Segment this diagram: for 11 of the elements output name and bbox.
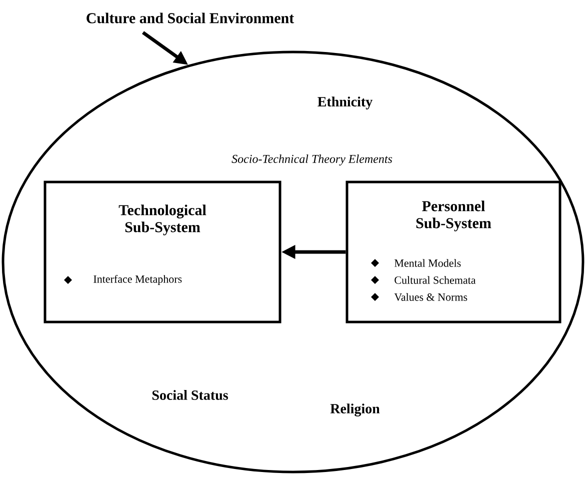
bullet-text: Cultural Schemata (394, 276, 476, 284)
region-label: Ethnicity (318, 96, 372, 110)
heading: Culture and Social Environment (86, 12, 294, 24)
bullet-text: Mental Models (394, 259, 461, 267)
bullet-text: Interface Metaphors (94, 274, 182, 286)
box-heading: Technological Sub-System (118, 204, 206, 236)
caption-label: Socio-Technical Theory Elements (232, 154, 392, 166)
box-heading: Personnel Sub-System (416, 200, 492, 232)
region-label: Social Status (152, 390, 228, 400)
region-label: Religion (330, 404, 380, 416)
bullet-text: Values & Norms (394, 293, 468, 301)
